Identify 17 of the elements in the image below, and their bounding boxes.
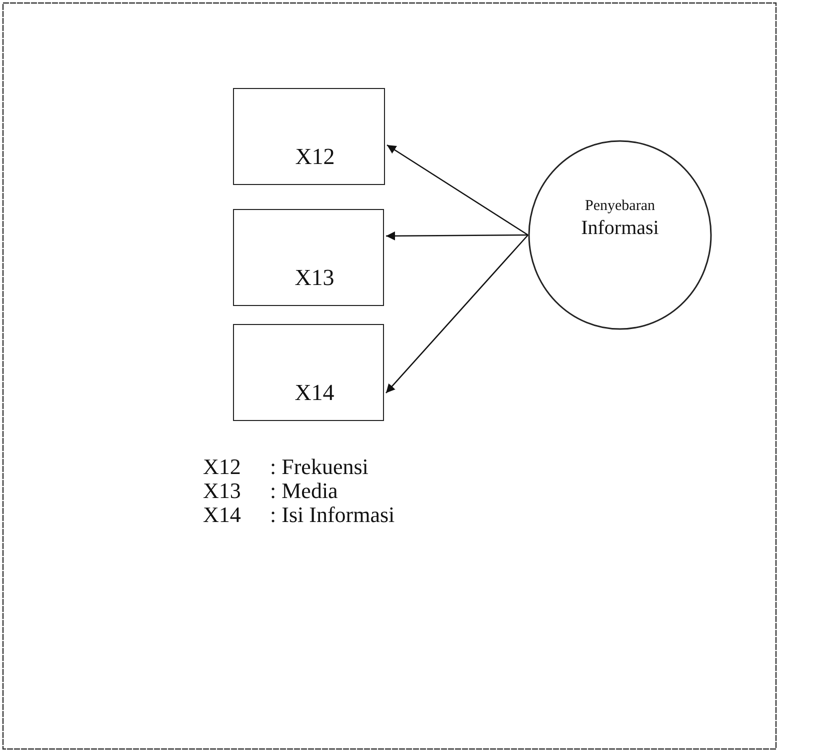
variable-description: : Media — [270, 479, 338, 503]
construct-label: Penyebaran — [584, 197, 656, 216]
arrow — [386, 231, 528, 240]
construct-label: Informasi — [580, 216, 660, 240]
variable-box — [233, 88, 385, 185]
variable-code: X12 — [203, 455, 241, 479]
arrow — [386, 234, 528, 394]
variable-box — [233, 324, 384, 421]
variable-label: X13 — [294, 265, 336, 291]
variable-box — [233, 209, 384, 306]
arrow — [386, 144, 528, 236]
variable-description: : Frekuensi — [270, 455, 368, 479]
variable-description: : Isi Informasi — [270, 503, 395, 527]
variable-code: X14 — [203, 503, 241, 527]
variable-label: X12 — [294, 144, 336, 170]
variable-label: X14 — [294, 380, 336, 406]
variable-code: X13 — [203, 479, 241, 503]
